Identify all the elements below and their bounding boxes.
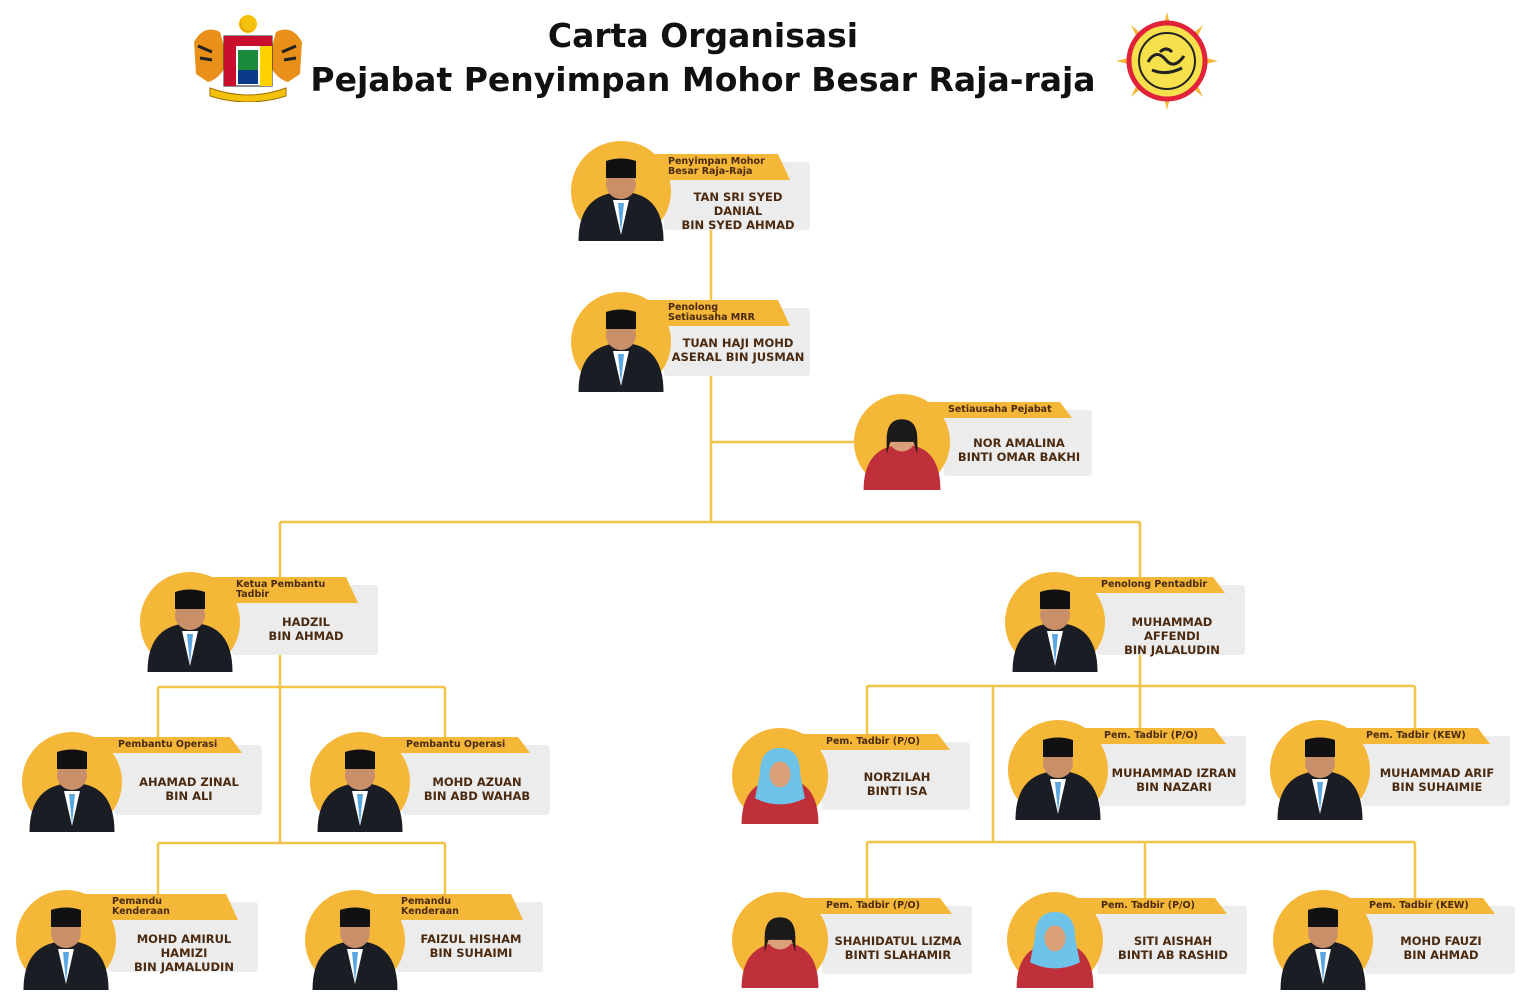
- role-label: Penolong Pentadbir: [1057, 577, 1225, 593]
- person-photo: [578, 309, 664, 392]
- role-label: Pem. Tadbir (P/O): [1057, 898, 1227, 914]
- role-label: Pem. Tadbir (P/O): [1060, 728, 1226, 744]
- person-photo: [1012, 589, 1098, 672]
- person-name: TUAN HAJI MOHD ASERAL BIN JUSMAN: [671, 336, 805, 364]
- name-box: [1100, 736, 1246, 806]
- chart-title: Carta Organisasi: [547, 16, 859, 55]
- name-box: [944, 410, 1092, 476]
- role-label: Pem. Tadbir (KEW): [1322, 728, 1490, 744]
- person-name: MOHD FAUZI BIN AHMAD: [1400, 934, 1482, 962]
- person-photo: [29, 749, 115, 832]
- person-photo: [578, 158, 664, 241]
- person-photo: [741, 917, 819, 988]
- person-photo: [1015, 737, 1101, 820]
- keeper-of-rulers-seal-icon: [1116, 12, 1218, 110]
- role-label: Pem. Tadbir (P/O): [782, 898, 952, 914]
- person-photo: [1016, 912, 1094, 988]
- person-photo: [23, 907, 109, 990]
- person-name: HADZIL BIN AHMAD: [268, 615, 344, 643]
- name-box: [1097, 906, 1247, 974]
- person-name: AHAMAD ZINAL BIN ALI: [139, 775, 239, 803]
- person-name: TAN SRI SYED DANIAL BIN SYED AHMAD: [681, 190, 795, 232]
- role-label: Pembantu Operasi: [362, 737, 530, 753]
- person-photo: [147, 589, 233, 672]
- person-photo: [863, 419, 941, 490]
- person-photo: [741, 748, 819, 824]
- person-name: SHAHIDATUL LIZMA BINTI SLAHAMIR: [834, 934, 962, 962]
- person-photo: [317, 749, 403, 832]
- role-label: Setiausaha Pejabat: [904, 402, 1072, 418]
- malaysia-coat-of-arms-icon: [194, 15, 302, 102]
- name-box: [1097, 585, 1245, 655]
- person-photo: [1277, 737, 1363, 820]
- person-name: NOR AMALINA BINTI OMAR BAKHI: [957, 436, 1081, 464]
- name-box: [1362, 736, 1510, 806]
- name-box: [402, 745, 550, 815]
- person-name: FAIZUL HISHAM BIN SUHAIMI: [420, 932, 522, 960]
- name-box: [822, 906, 972, 974]
- person-name: MUHAMMAD IZRAN BIN NAZARI: [1111, 766, 1237, 794]
- person-photo: [312, 907, 398, 990]
- chart-subtitle: Pejabat Penyimpan Mohor Besar Raja-raja: [310, 60, 1096, 99]
- name-box: [114, 745, 262, 815]
- person-name: MOHD AZUAN BIN ABD WAHAB: [423, 775, 531, 803]
- person-photo: [1280, 907, 1366, 990]
- name-box: [1365, 906, 1515, 974]
- role-label: Pembantu Operasi: [74, 737, 242, 753]
- role-label: Pem. Tadbir (P/O): [782, 734, 950, 750]
- person-name: MUHAMMAD AFFENDI BIN JALALUDIN: [1124, 615, 1220, 657]
- person-name: MUHAMMAD ARIF BIN SUHAIMIE: [1379, 766, 1495, 794]
- person-name: SITI AISHAH BINTI AB RASHID: [1118, 934, 1228, 962]
- role-label: Pem. Tadbir (KEW): [1325, 898, 1495, 914]
- person-name: NORZILAH BINTI ISA: [863, 770, 931, 798]
- name-box: [822, 742, 970, 810]
- person-name: MOHD AMIRUL HAMIZI BIN JAMALUDIN: [134, 932, 234, 974]
